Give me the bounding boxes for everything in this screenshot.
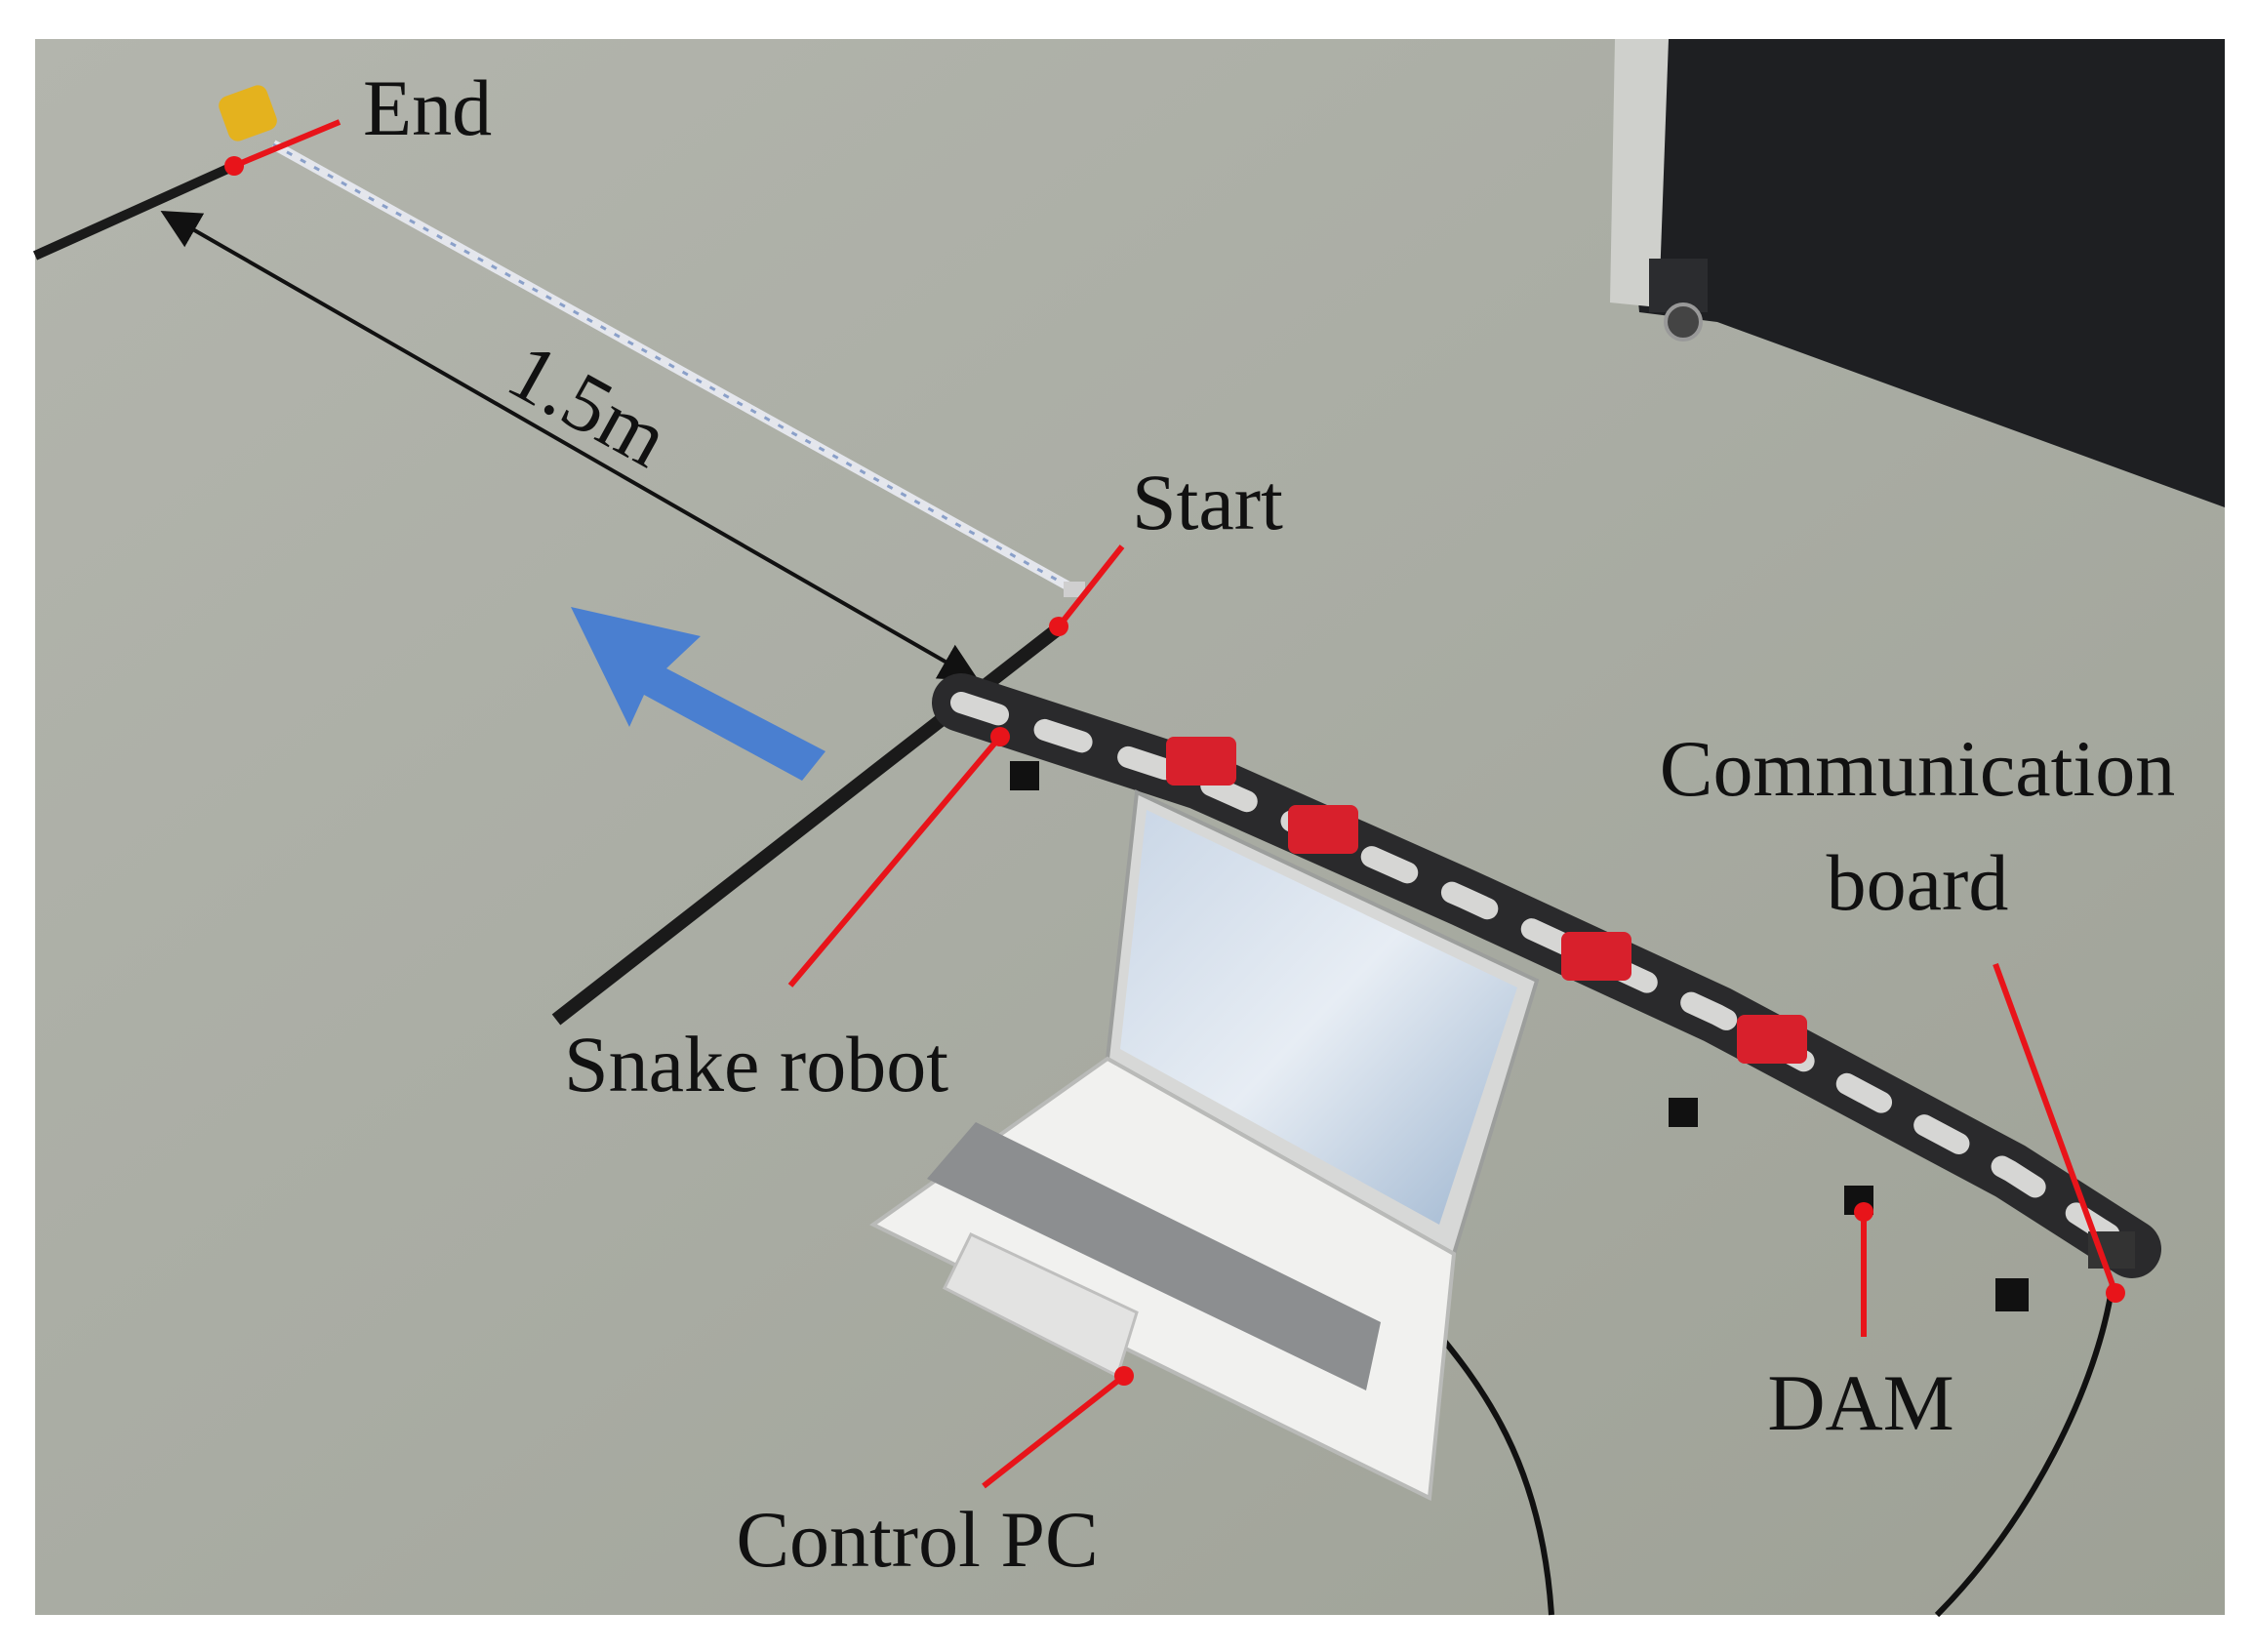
control-pc-laptop [869,788,1540,1502]
dam-label: DAM [1767,1358,1953,1447]
snake-robot-callout-line [787,735,1003,987]
end-marker-dot [224,156,244,176]
control-pc-label: Control PC [736,1495,1098,1584]
control-pc-callout-line [982,1373,1126,1489]
distance-arrow [160,211,980,681]
communication-board-dot [2106,1283,2125,1303]
start-label: Start [1132,458,1283,546]
snake-robot [932,673,2161,1311]
end-callout-line [232,119,342,169]
cabinet-wheel [1664,302,1703,342]
communication-board-label-line1: Communication [1660,724,2175,813]
robot-red-modules [1166,737,1807,1064]
end-label: End [363,63,492,152]
snake-robot-dot [990,727,1010,746]
snake-robot-label: Snake robot [564,1020,948,1108]
start-callout-line [1056,544,1125,628]
cables [1422,1282,2115,1618]
start-marker-dot [1049,617,1068,636]
motion-direction-arrow [571,607,825,781]
cabinet [1610,39,2225,507]
dam-dot [1854,1202,1873,1222]
communication-board-callout-line [1993,962,2118,1295]
control-pc-dot [1114,1366,1134,1386]
communication-board-label-line2: board [1827,838,2009,927]
callouts [224,119,2125,1489]
